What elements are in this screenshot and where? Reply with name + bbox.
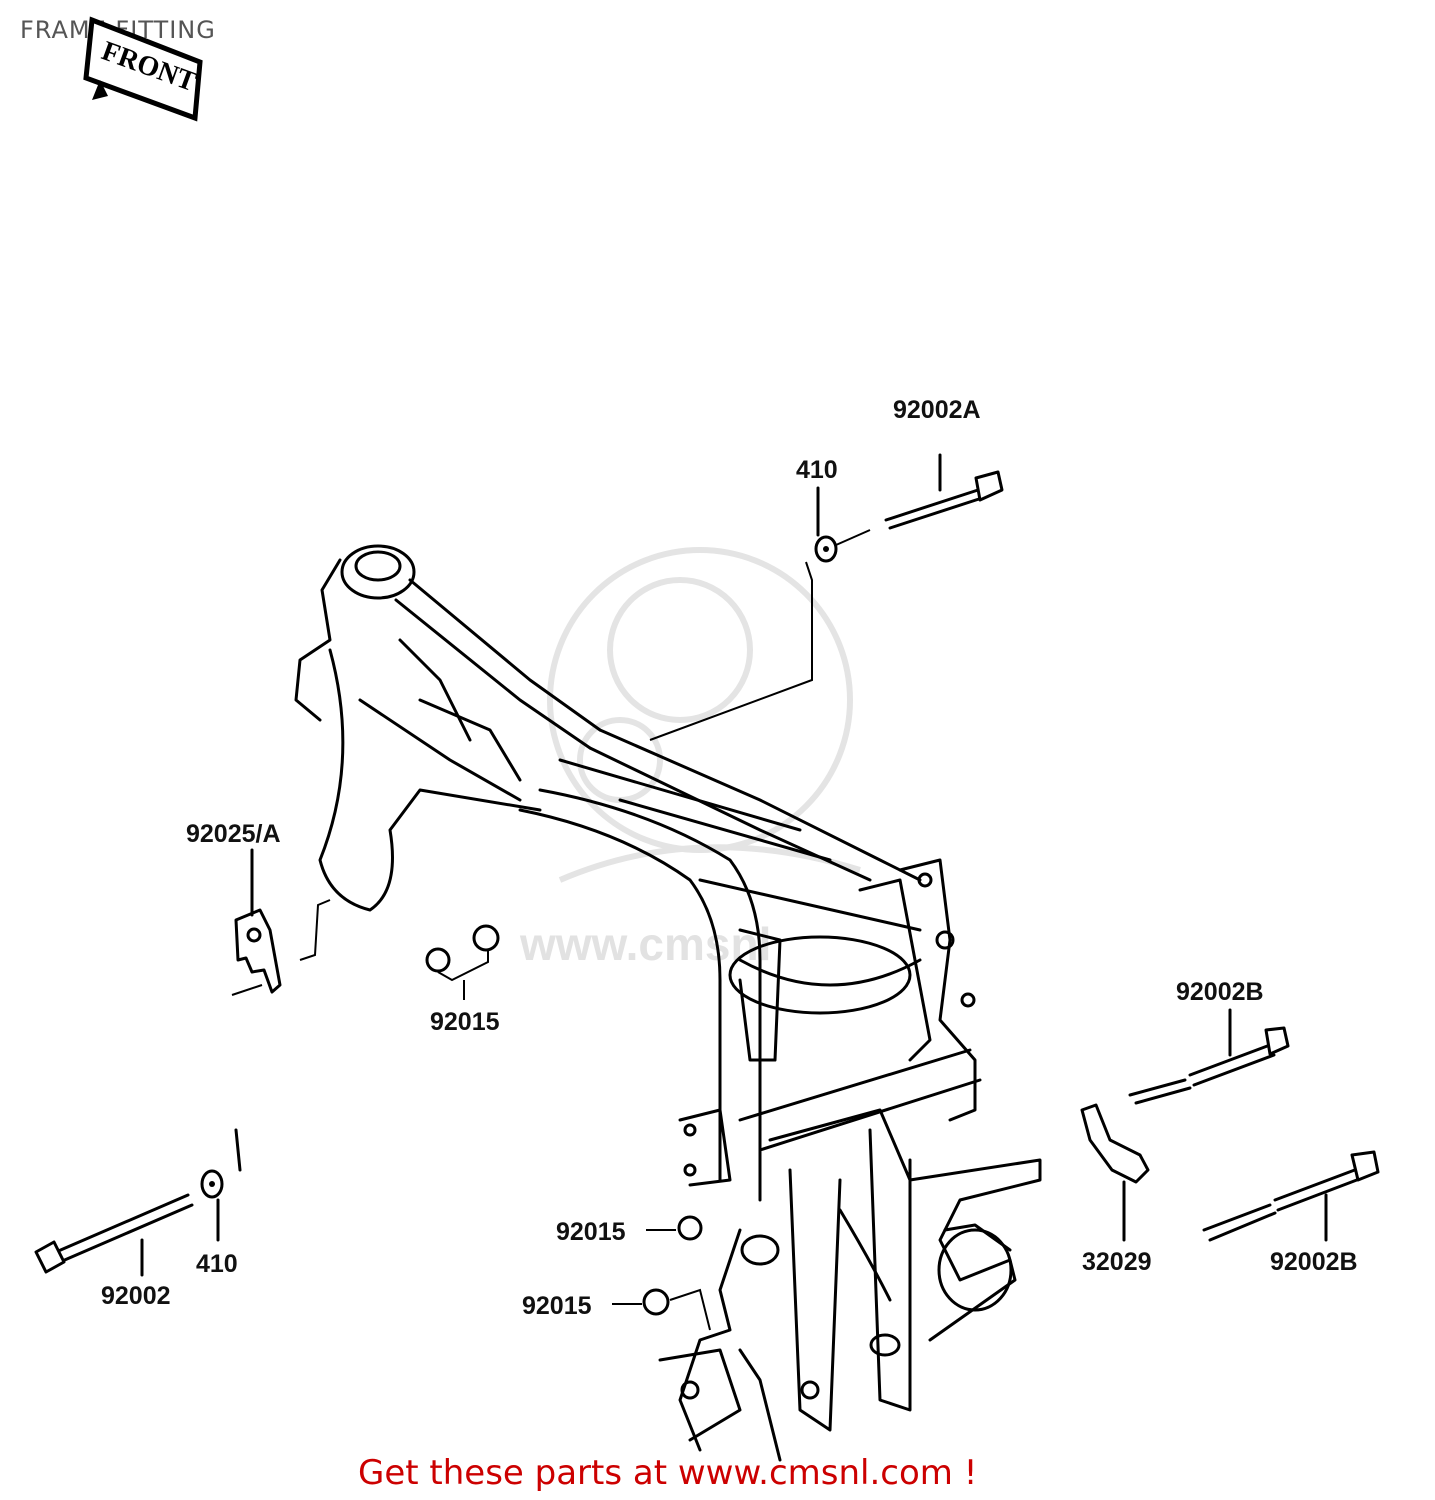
nuts-92015-pair bbox=[425, 924, 500, 1000]
nut-92015-mid bbox=[646, 1215, 703, 1241]
label-410-top: 410 bbox=[796, 456, 838, 484]
label-92015-c: 92015 bbox=[522, 1292, 592, 1320]
bolt-92002A bbox=[884, 453, 1004, 530]
label-92002B-bottom: 92002B bbox=[1270, 1248, 1358, 1276]
label-92002: 92002 bbox=[101, 1282, 171, 1310]
label-410-bottom: 410 bbox=[196, 1250, 238, 1278]
watermark-text: www.cmsnl bbox=[519, 918, 771, 970]
clip-92025A bbox=[231, 848, 331, 996]
washer-410-bottom bbox=[200, 1128, 242, 1242]
label-92025A: 92025/A bbox=[186, 820, 281, 848]
bolt-92002B-bottom bbox=[1202, 1150, 1380, 1242]
bolt-92002B-top bbox=[1128, 1008, 1290, 1105]
frame-body bbox=[294, 544, 1042, 1462]
label-92015-a: 92015 bbox=[430, 1008, 500, 1036]
washer-410-top bbox=[649, 486, 871, 741]
bracket-32029 bbox=[1080, 1103, 1150, 1242]
front-arrow-badge: FRONT bbox=[83, 16, 203, 122]
steering-head bbox=[294, 544, 416, 722]
label-92002B-top: 92002B bbox=[1176, 978, 1264, 1006]
nut-92015-low bbox=[612, 1288, 711, 1331]
label-92002A: 92002A bbox=[893, 396, 981, 424]
bolt-92002 bbox=[34, 1193, 194, 1277]
watermark-logo: www.cmsnl bbox=[519, 547, 861, 970]
label-92015-b: 92015 bbox=[556, 1218, 626, 1246]
cmsnl-footer-link[interactable]: Get these parts at www.cmsnl.com ! bbox=[358, 1453, 978, 1493]
label-32029: 32029 bbox=[1082, 1248, 1152, 1276]
